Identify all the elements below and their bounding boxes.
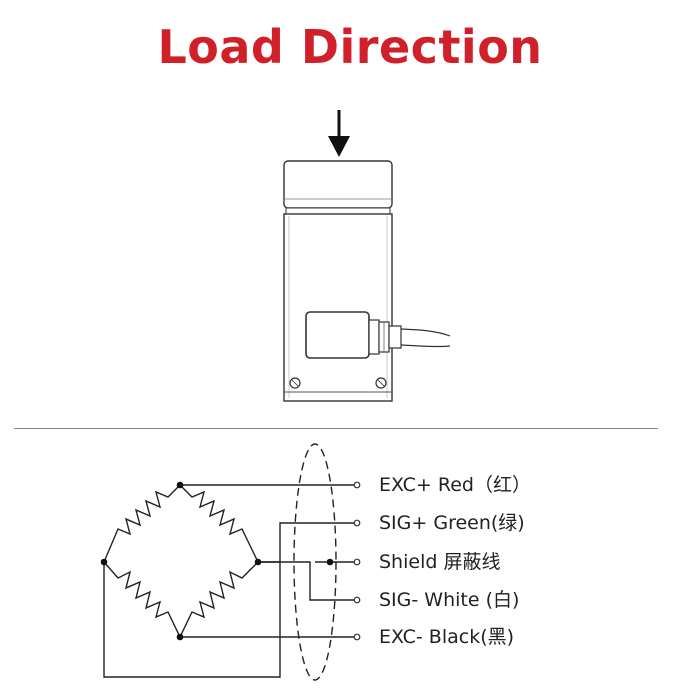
terminal-shield	[353, 558, 361, 566]
resistor-top-right	[179, 484, 259, 563]
shield-ellipse	[293, 443, 337, 681]
sensor-body	[283, 213, 393, 402]
resistor-bottom-right	[179, 561, 259, 638]
junction-dots	[100, 481, 334, 641]
cable	[400, 328, 451, 348]
page-title: Load Direction	[157, 20, 543, 74]
section-divider	[14, 428, 658, 429]
wire-bridge-left-return	[103, 562, 281, 678]
cable-gland	[368, 319, 402, 355]
terminal-sig-minus	[353, 596, 361, 604]
label-shield: Shield 屏蔽线	[379, 551, 501, 573]
terminal-sig-plus	[353, 519, 361, 527]
terminal-exc-minus	[353, 633, 361, 641]
resistor-top-left	[103, 484, 181, 563]
terminal-exc-plus	[353, 481, 361, 489]
label-sig-minus: SIG- White (白)	[379, 589, 520, 611]
label-sig-plus: SIG+ Green(绿)	[379, 512, 525, 534]
down-arrow-icon	[328, 110, 350, 157]
label-exc-minus: EXC- Black(黑)	[379, 626, 515, 648]
wire-sig-minus	[258, 561, 355, 601]
resistor-bottom-left	[103, 561, 181, 638]
terminals	[353, 481, 361, 641]
load-button	[283, 160, 393, 215]
label-exc-plus: EXC+ Red（红）	[379, 474, 531, 496]
wire-sig-plus	[258, 522, 355, 563]
load-cell-illustration	[283, 110, 451, 402]
